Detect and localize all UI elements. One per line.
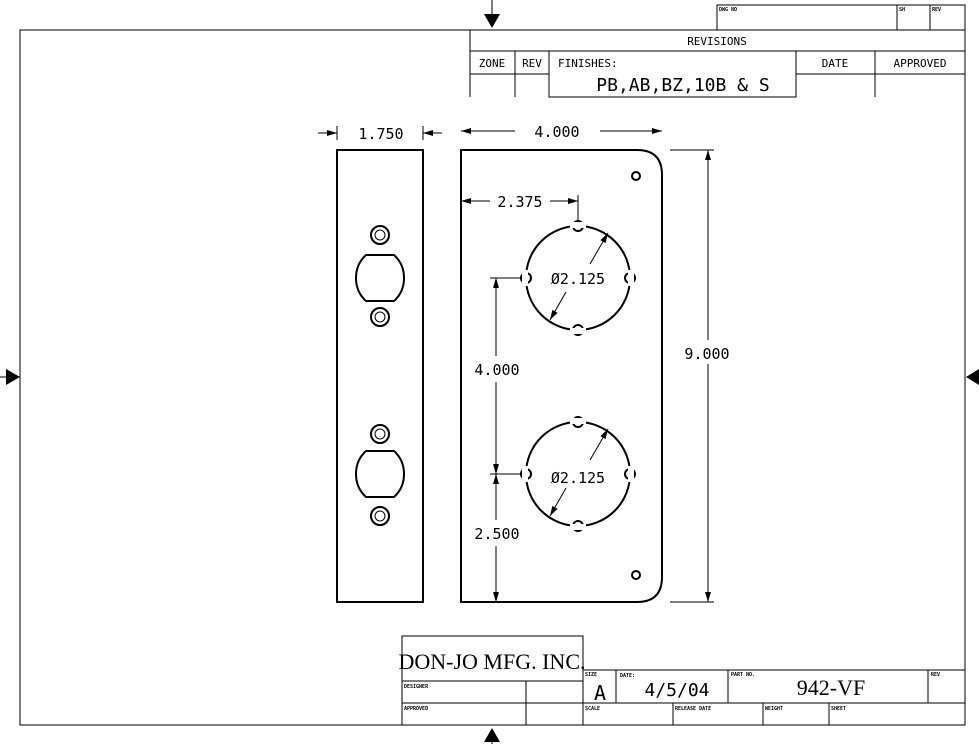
hole-diameter-label-bottom: Ø2.125	[551, 469, 605, 487]
plate-width-label: 4.000	[534, 123, 579, 141]
revisions-title: REVISIONS	[687, 35, 747, 48]
revisions-table: REVISIONS ZONE REV FINISHES: DATE APPROV…	[469, 30, 965, 98]
bore-hole-bottom	[520, 416, 636, 532]
size-label: SIZE	[585, 672, 597, 678]
approved-header: APPROVED	[894, 57, 947, 70]
date-label: DATE:	[620, 673, 635, 679]
dwg-no-label: DWG NO	[719, 7, 737, 13]
lock-cutout-top	[354, 254, 406, 302]
approved-label: APPROVED	[404, 706, 428, 712]
rev-header: REV	[522, 57, 542, 70]
zone-header: ZONE	[479, 57, 506, 70]
front-plate-view	[460, 149, 663, 603]
release-date-label: RELEASE DATE	[675, 706, 711, 712]
title-block: DON-JO MFG. INC. DESIGNER APPROVED SIZE …	[398, 635, 965, 725]
sh-label: SH	[899, 7, 905, 13]
date-header: DATE	[822, 57, 849, 70]
dim-hole-spacing: 4.000	[471, 277, 523, 475]
dim-plate-height: 9.000	[670, 149, 733, 603]
finishes-value: PB,AB,BZ,10B & S	[596, 75, 769, 96]
company-name: DON-JO MFG. INC.	[398, 649, 585, 674]
dim-hole-diameter-bottom: Ø2.125	[549, 428, 609, 517]
center-marker-top	[484, 0, 500, 28]
dim-hole-diameter-top: Ø2.125	[549, 232, 609, 321]
finishes-header: FINISHES:	[558, 57, 618, 70]
hole-offset-label: 2.375	[497, 193, 542, 211]
bore-hole-top	[520, 220, 636, 336]
dwg-no-box: DWG NO SH REV	[716, 4, 966, 31]
center-marker-bottom	[484, 728, 500, 744]
hole-diameter-label-top: Ø2.125	[551, 270, 605, 288]
dim-hole-offset: 2.375	[461, 193, 579, 220]
size-value: A	[594, 681, 606, 705]
part-no-label: PART NO.	[731, 672, 755, 678]
rev-label: REV	[932, 7, 941, 13]
dim-plate-width: 4.000	[461, 123, 662, 141]
drawing-border	[19, 29, 966, 726]
date-value: 4/5/04	[644, 680, 709, 701]
part-no-value: 942-VF	[797, 675, 865, 700]
dim-bottom-offset: 2.500	[471, 474, 523, 602]
scale-label: SCALE	[585, 706, 600, 712]
mount-hole-top	[631, 171, 641, 181]
hole-spacing-label: 4.000	[474, 361, 519, 379]
weight-label: WEIGHT	[765, 706, 783, 712]
center-marker-right	[966, 369, 979, 385]
sheet-label: SHEET	[831, 706, 846, 712]
designer-label: DESIGNER	[404, 684, 429, 690]
center-marker-left	[0, 369, 20, 385]
plate-height-label: 9.000	[684, 345, 729, 363]
side-plate-view	[336, 149, 424, 603]
mount-hole-bottom	[631, 570, 641, 580]
title-rev-label: REV	[931, 672, 940, 678]
bottom-offset-label: 2.500	[474, 525, 519, 543]
finishes-box	[548, 50, 797, 98]
lock-cutout-bottom	[354, 450, 406, 498]
side-width-label: 1.750	[358, 125, 403, 143]
dim-side-width: 1.750	[318, 125, 442, 143]
